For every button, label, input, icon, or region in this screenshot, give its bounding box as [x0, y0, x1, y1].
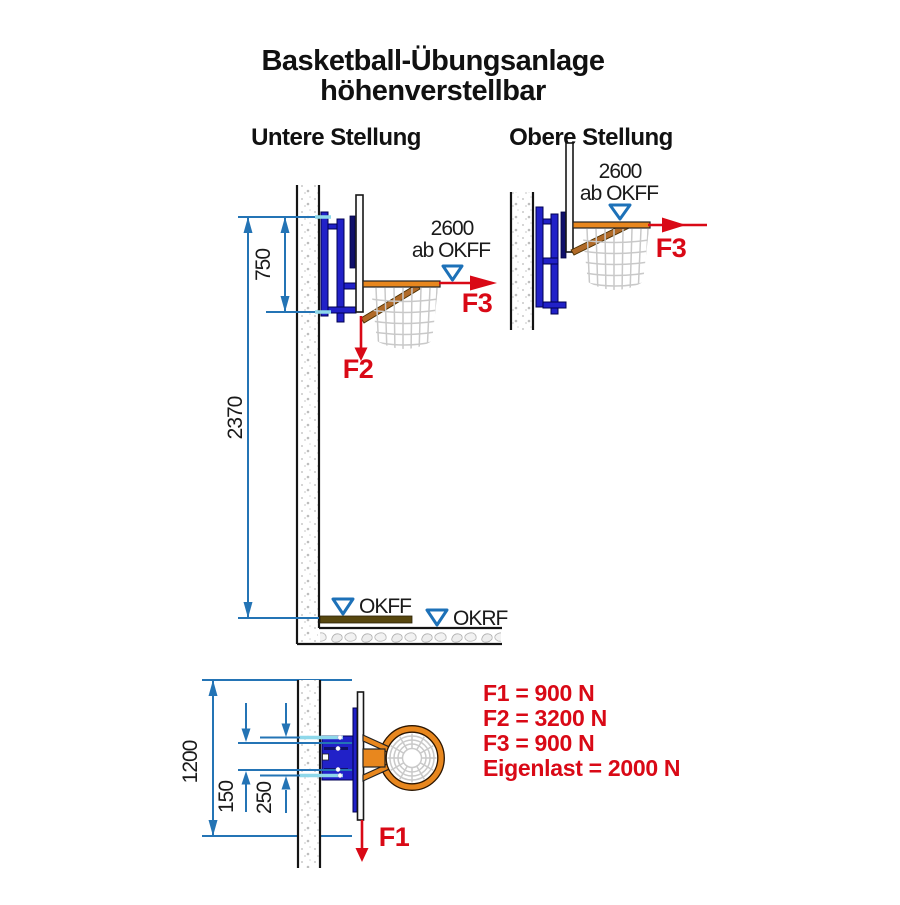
dim-text-1200: 1200 [179, 740, 202, 783]
bracket-rail-outer [535, 206, 544, 308]
force-value-f3: F3 = 900 N [483, 730, 594, 756]
dim-arrow-down [243, 602, 253, 618]
dim-arrow-up [208, 680, 218, 696]
wall-bracket-plan [321, 707, 358, 813]
upper-position-diagram: 2600 ab OKFF F3 [509, 142, 707, 330]
bracket-connector-bottom [327, 306, 357, 314]
page-title-line2: höhenverstellbar [320, 75, 546, 107]
dim-arrow-down [280, 296, 290, 312]
dim-arrow-up [280, 217, 290, 233]
backboard-post [565, 142, 574, 253]
dim-text-2370: 2370 [224, 396, 247, 439]
finished-floor-strip [319, 615, 413, 624]
f1-label: F1 [379, 822, 410, 852]
dimension-150: 150 [215, 703, 251, 813]
section-label-upper: Obere Stellung [509, 124, 673, 151]
section-label-lower: Untere Stellung [251, 124, 421, 151]
level-marker-okff: OKFF [331, 595, 412, 618]
force-values-block: F1 = 900 N F2 = 3200 N F3 = 900 N Eigenl… [483, 680, 681, 781]
bracket-rail-outer [320, 211, 329, 317]
wall-section [509, 192, 535, 330]
force-arrow-f1: F1 [355, 820, 410, 862]
hoop-rim [362, 280, 441, 288]
wall-fill [298, 185, 318, 643]
rim-height-value: 2600 [431, 217, 474, 240]
rim-height-ref: ab OKFF [412, 239, 490, 262]
raw-floor-fill [320, 629, 501, 643]
net-plan [387, 733, 437, 783]
dim-text-750: 750 [252, 249, 275, 281]
dimension-extension-lines [238, 215, 331, 619]
bolt-dot [335, 746, 341, 751]
bolt-dimension-lines [238, 735, 352, 778]
dim-text-150: 150 [215, 781, 238, 813]
force-arrow-f2: F2 [343, 316, 374, 384]
level-triangle-icon [331, 597, 355, 616]
wall-bracket [320, 211, 357, 323]
level-marker-2600-upper: 2600 ab OKFF [580, 160, 659, 221]
wall-fill [512, 192, 532, 330]
f1-arrow-head [355, 848, 369, 862]
dim-arrow-down [281, 723, 291, 737]
force-value-f2: F2 = 3200 N [483, 705, 607, 731]
force-value-f1: F1 = 900 N [483, 680, 594, 706]
anchor-plate-mark [322, 753, 329, 761]
f3-label: F3 [462, 288, 493, 318]
bracket-connector-bottom [542, 301, 567, 309]
level-triangle-icon [608, 203, 632, 221]
dim-arrow-up [241, 771, 251, 785]
level-triangle-icon [425, 608, 449, 627]
dim-text-250: 250 [253, 782, 276, 814]
bracket-connector-mid [542, 257, 559, 265]
f3-arrow-head [662, 217, 686, 233]
hoop-rim [572, 221, 651, 229]
wall-bracket [535, 206, 567, 315]
dim-arrow-up [243, 217, 253, 233]
title-block: Basketball-Übungsanlage höhenverstellbar… [251, 44, 673, 151]
bolt-dot [335, 767, 341, 772]
f2-label: F2 [343, 354, 374, 384]
rim-strut [360, 283, 421, 324]
bolt-dot [337, 735, 343, 740]
okrf-label: OKRF [453, 607, 508, 630]
okff-label: OKFF [359, 595, 411, 618]
bracket-plate [352, 707, 358, 813]
hoop-net [582, 229, 649, 295]
f2-arrow-head [354, 347, 368, 361]
rim-height-ref: ab OKFF [580, 182, 658, 205]
dimension-1200: 1200 [179, 680, 218, 836]
hoop-plan-view [362, 725, 445, 791]
dim-arrow-down [208, 820, 218, 836]
dim-arrow-up [281, 776, 291, 790]
f3-arrow-head [470, 275, 497, 291]
floor-slab [297, 615, 502, 646]
f3-label: F3 [656, 233, 687, 263]
bracket-connector-top [542, 218, 552, 225]
bracket-connector-top [327, 223, 338, 230]
level-marker-okrf: OKRF [425, 607, 509, 630]
bracket-slider-bar [349, 215, 356, 269]
dimension-750: 750 [252, 217, 290, 312]
backboard-post [355, 194, 364, 313]
dim-arrow-down [241, 728, 251, 742]
rim-height-value: 2600 [599, 160, 642, 183]
force-arrow-f3-upper: F3 [648, 217, 707, 263]
net-center [401, 747, 423, 769]
bracket-connector-mid [343, 282, 357, 290]
level-marker-2600-lower: 2600 ab OKFF [412, 217, 491, 282]
force-value-eigenlast: Eigenlast = 2000 N [483, 755, 680, 781]
plan-view-diagram: 1200 [179, 679, 445, 868]
level-triangle-icon [441, 264, 464, 282]
dimension-250: 250 [253, 703, 291, 814]
lower-position-diagram: 750 2370 2600 ab OKFF F3 F2 [224, 185, 509, 646]
dimension-2370: 2370 [224, 217, 253, 618]
bolt-dot [337, 773, 343, 778]
wall-section [295, 185, 321, 644]
force-arrow-f3-lower: F3 [439, 275, 497, 318]
page-title-line1: Basketball-Übungsanlage [261, 44, 604, 77]
ring-bracket-center [362, 748, 386, 768]
bracket-rail-inner [336, 218, 345, 323]
